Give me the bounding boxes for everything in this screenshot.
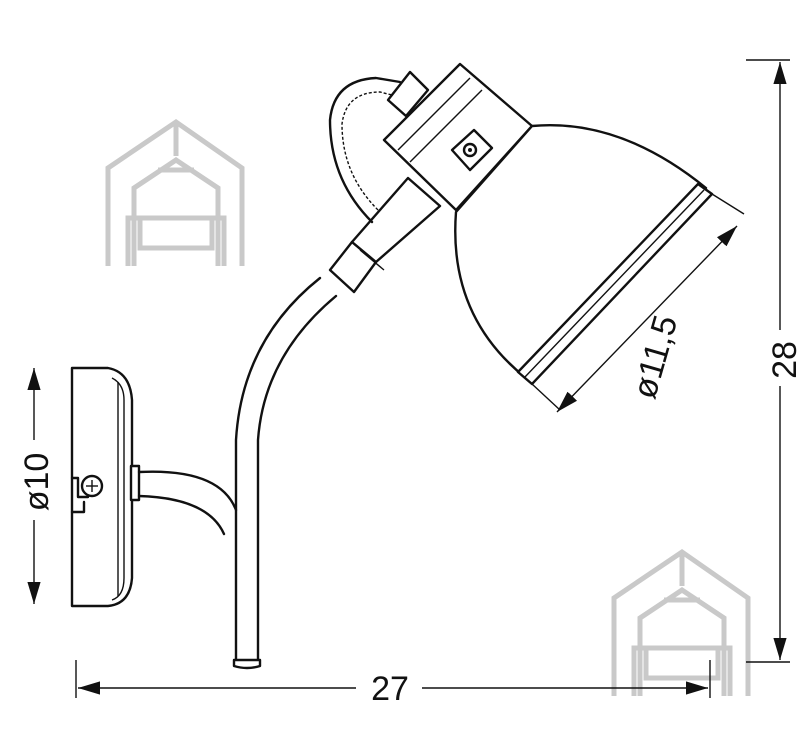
house-sofa-watermark-icon xyxy=(611,548,751,696)
height-label: 28 xyxy=(766,341,804,379)
dimension-height: 28 xyxy=(746,59,804,663)
base-diameter-label: ø10 xyxy=(18,453,56,512)
shade-diameter-label: ø11,5 xyxy=(626,311,686,403)
lamp-arm xyxy=(137,470,238,512)
dimension-width: 27 xyxy=(75,660,711,708)
wall-base-plate xyxy=(70,366,141,608)
dimension-base-diameter: ø10 xyxy=(18,368,56,604)
house-sofa-watermark-icon xyxy=(105,118,245,266)
width-label: 27 xyxy=(371,670,409,708)
power-cable xyxy=(328,76,402,224)
screw-icon xyxy=(80,474,104,498)
gooseneck xyxy=(234,276,322,662)
shade-holder xyxy=(382,62,534,212)
arm-joint xyxy=(328,176,442,294)
